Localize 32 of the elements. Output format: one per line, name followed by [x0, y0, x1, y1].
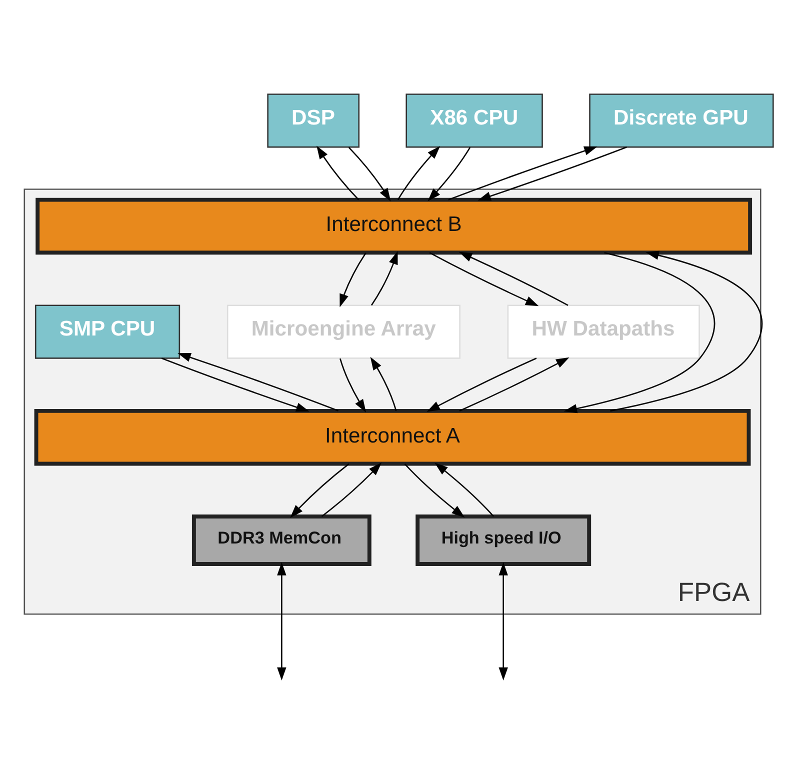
node-box: High speed I/O — [416, 514, 592, 566]
arrow — [498, 562, 508, 681]
arrow — [429, 252, 539, 306]
arrow — [434, 462, 494, 517]
arrow — [458, 252, 568, 306]
arrow — [610, 250, 763, 412]
arrow — [348, 146, 391, 202]
node-box: SMP CPU — [34, 304, 180, 359]
arrow — [397, 146, 440, 200]
arrow — [428, 147, 471, 202]
arrow — [370, 251, 398, 306]
arrow — [448, 146, 598, 200]
node-box: Discrete GPU — [589, 94, 774, 148]
arrow — [459, 357, 570, 412]
arrow — [426, 358, 537, 412]
arrow — [564, 252, 715, 414]
node-box: DDR3 MemCon — [192, 514, 372, 566]
node-box: Interconnect B — [36, 198, 752, 255]
arrow — [178, 352, 338, 412]
arrow — [370, 356, 397, 412]
arrow — [340, 252, 366, 308]
arrow — [478, 146, 627, 201]
arrow — [321, 462, 382, 517]
arrow — [161, 358, 310, 412]
arrow — [277, 562, 286, 681]
node-box: Interconnect A — [34, 408, 751, 466]
node-box: DSP — [267, 94, 360, 148]
arrow — [316, 146, 360, 200]
node-box: X86 CPU — [406, 94, 543, 148]
arrow — [404, 464, 465, 518]
arrow — [340, 358, 366, 413]
arrow — [290, 463, 350, 518]
